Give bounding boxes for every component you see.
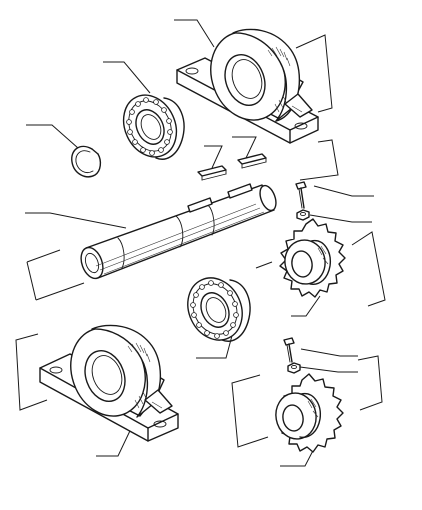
shaft-icon	[80, 183, 277, 280]
leader-sprocket-upper	[291, 295, 321, 317]
leader-key-b	[232, 136, 257, 159]
bracket-shaft	[299, 139, 339, 181]
leader-pillow-block-upper	[174, 19, 215, 48]
leader-bolt-lower	[300, 348, 358, 357]
leader-circlip	[26, 124, 79, 149]
sprocket-icon	[275, 373, 344, 453]
nut-icon	[296, 209, 310, 221]
pillow-block-icon	[176, 28, 319, 144]
bracket-lower-block	[15, 333, 48, 411]
bracket-shaft-left-c	[35, 282, 85, 301]
bracket-shaft-left	[26, 261, 37, 301]
leader-key-a	[204, 145, 223, 169]
bracket-shaft-left-b	[26, 249, 61, 263]
pillow-block-icon	[39, 324, 179, 442]
sprocket-icon	[279, 218, 346, 298]
group-leaders	[25, 19, 374, 467]
bracket-sprocket-lower-right	[357, 355, 383, 411]
leader-nut-lower	[299, 366, 358, 373]
bracket-sprocket-lower	[231, 374, 269, 448]
nut-icon	[287, 362, 301, 374]
bolt-icon	[283, 337, 295, 363]
leader-bolt-upper	[313, 185, 374, 197]
leader-nut-upper	[309, 214, 372, 223]
group-brackets	[15, 34, 386, 448]
bracket-sprocket-upper-left	[255, 261, 273, 269]
ball-bearing-icon	[122, 94, 185, 160]
key-icon	[197, 153, 267, 181]
circlip-icon	[71, 145, 102, 178]
bracket-sprocket-upper	[351, 231, 386, 307]
leader-shaft	[25, 212, 127, 229]
ball-bearing-icon	[187, 277, 251, 342]
bolt-icon	[295, 181, 307, 209]
bracket-upper-block	[295, 34, 333, 113]
leader-bearing-upper	[103, 61, 151, 94]
